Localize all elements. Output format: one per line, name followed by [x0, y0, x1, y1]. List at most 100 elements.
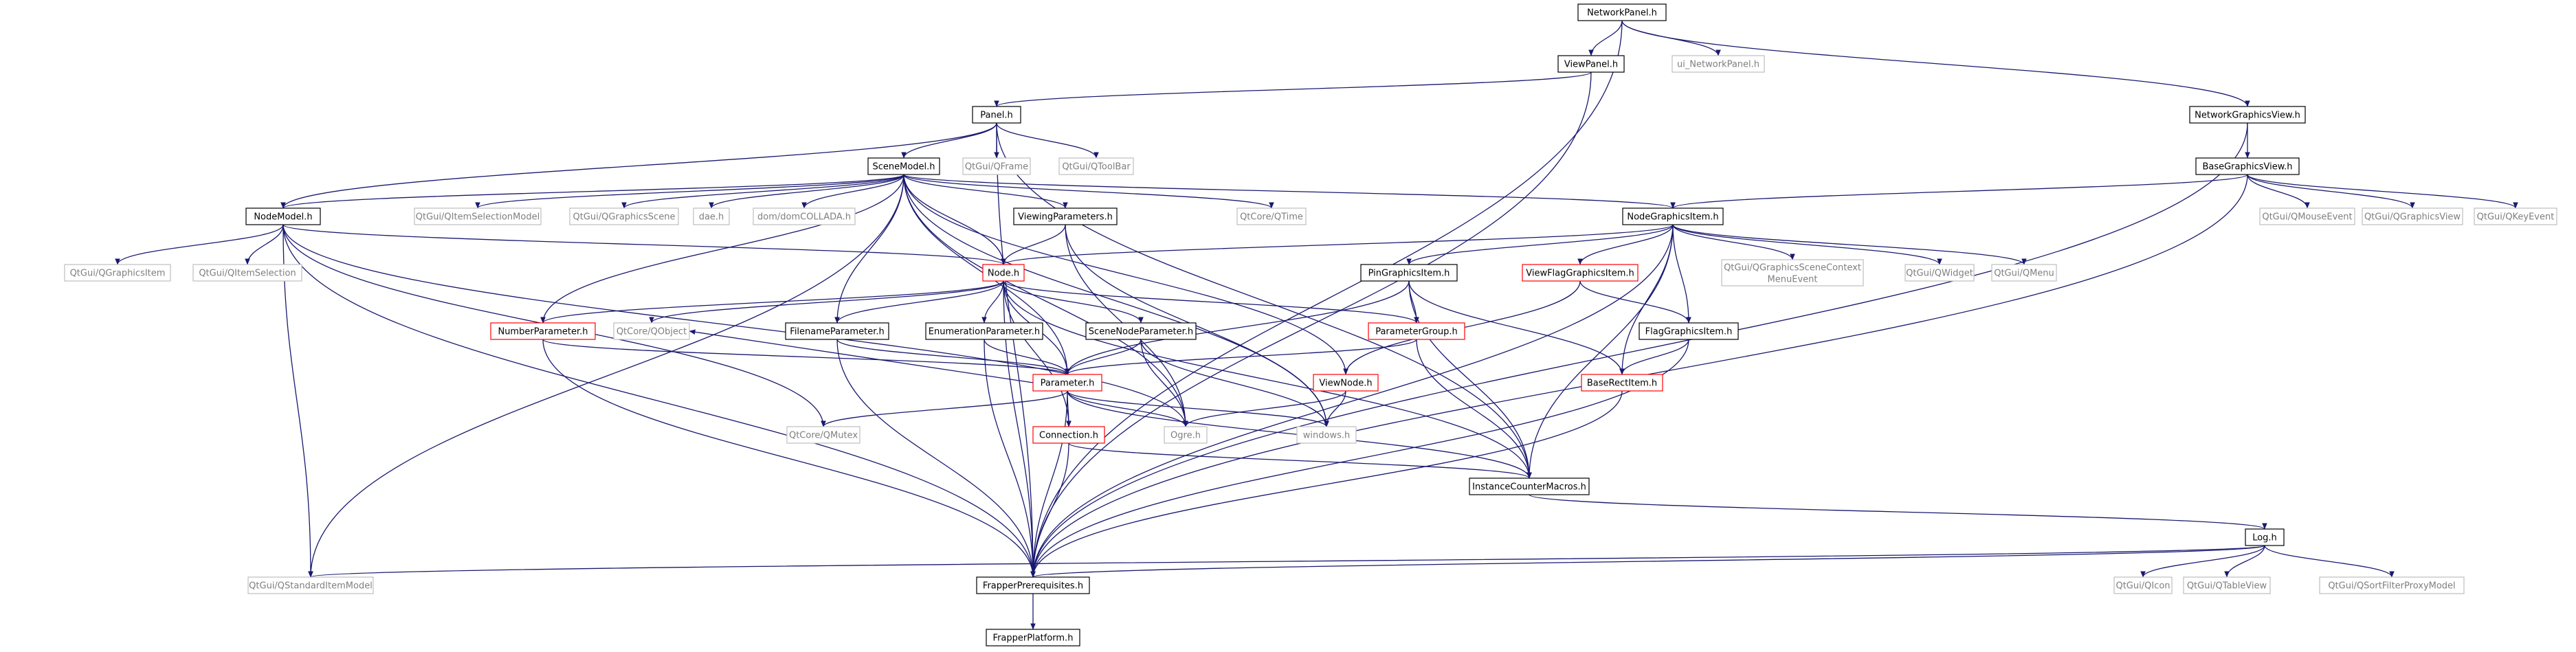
node-qicon: QtGui/QIcon: [2113, 576, 2173, 594]
node-pin-graphics-item-h[interactable]: PinGraphicsItem.h: [1360, 264, 1458, 282]
node-qtable-view: QtGui/QTableView: [2183, 576, 2271, 594]
edge-log-h-to-qsort-filter-proxy-model: [2264, 545, 2395, 578]
edge-panel-h-to-frapper-prerequisites-h: [996, 122, 1036, 578]
edge-scene-model-h-to-qtime: [903, 174, 1274, 209]
edge-node-h-to-enumeration-parameter-h: [981, 280, 1004, 324]
node-view-flag-graphics-item-h[interactable]: ViewFlagGraphicsItem.h: [1522, 264, 1639, 282]
edge-node-h-to-scene-node-parameter-h: [1003, 280, 1144, 324]
node-node-graphics-item-h[interactable]: NodeGraphicsItem.h: [1622, 207, 1724, 225]
node-box: [1581, 374, 1663, 392]
dependency-edges: [115, 20, 2518, 630]
node-label: InstanceCounterMacros.h: [1472, 482, 1586, 493]
edge-panel-h-to-node-model-h: [280, 122, 997, 209]
edge-node-model-h-to-ogre-h: [282, 224, 1188, 427]
node-number-parameter-h[interactable]: NumberParameter.h: [490, 322, 596, 340]
edge-view-node-h-to-windows-h: [1324, 390, 1346, 427]
node-base-rect-item-h[interactable]: BaseRectItem.h: [1581, 374, 1663, 392]
node-network-graphics-view-h[interactable]: NetworkGraphicsView.h: [2189, 106, 2306, 124]
edge-parameter-h-to-qobject: [689, 329, 1034, 383]
node-label: NodeModel.h: [254, 212, 312, 223]
node-box: [962, 157, 1031, 175]
node-box: [1622, 207, 1724, 225]
edge-node-model-h-to-frapper-prerequisites-h: [282, 224, 1036, 578]
edge-node-graphics-item-h-to-flag-graphics-item-h: [1672, 224, 1691, 324]
edge-scene-model-h-to-number-parameter-h: [540, 174, 904, 324]
node-label: QtGui/QStandardItemModel: [249, 581, 373, 592]
node-label: Ogre.h: [1170, 431, 1201, 441]
edge-panel-h-to-instance-counter-macros-h: [996, 122, 1532, 479]
node-frapper-platform-h[interactable]: FrapperPlatform.h: [986, 629, 1080, 647]
node-qgraphics-item: QtGui/QGraphicsItem: [64, 264, 171, 282]
edge-node-graphics-item-h-to-node-h: [1001, 224, 1674, 265]
node-label: BaseRectItem.h: [1587, 379, 1657, 389]
edge-node-model-h-to-qstandard-item-model: [282, 224, 313, 578]
edge-log-h-to-qstandard-item-model: [309, 545, 2265, 578]
node-base-graphics-view-h[interactable]: BaseGraphicsView.h: [2195, 157, 2300, 175]
node-panel-h[interactable]: Panel.h: [972, 106, 1021, 124]
node-label: ViewFlagGraphicsItem.h: [1526, 269, 1634, 279]
node-label: Node.h: [988, 269, 1019, 279]
node-label: QtGui/QGraphicsItem: [70, 269, 166, 279]
node-log-h[interactable]: Log.h: [2245, 528, 2285, 546]
node-view-panel-h[interactable]: ViewPanel.h: [1557, 55, 1625, 73]
node-frapper-prerequisites-h[interactable]: FrapperPrerequisites.h: [976, 576, 1090, 594]
node-label: ViewNode.h: [1319, 379, 1372, 389]
node-view-node-h[interactable]: ViewNode.h: [1313, 374, 1379, 392]
edge-view-flag-graphics-item-h-to-flag-graphics-item-h: [1579, 280, 1691, 324]
edge-node-h-to-connection-h: [1003, 280, 1072, 427]
node-label: MenuEvent: [1768, 275, 1818, 285]
node-flag-graphics-item-h[interactable]: FlagGraphicsItem.h: [1639, 322, 1739, 340]
node-box: [1032, 374, 1102, 392]
node-box: [2245, 528, 2285, 546]
node-ui-network-panel-h: ui_NetworkPanel.h: [1672, 55, 1765, 73]
edge-scene-model-h-to-qgraphics-scene: [621, 174, 904, 209]
node-label: FrapperPlatform.h: [993, 633, 1074, 644]
edge-node-model-h-to-qgraphics-item: [115, 224, 284, 265]
node-network-panel-h[interactable]: NetworkPanel.h: [1577, 3, 1667, 21]
node-label: QtGui/QKeyEvent: [2477, 212, 2555, 223]
edge-scene-model-h-to-dom-collada-h: [801, 174, 904, 209]
node-label: QtGui/QGraphicsSceneContext: [1724, 263, 1861, 273]
node-label: Connection.h: [1039, 431, 1098, 441]
node-enumeration-parameter-h[interactable]: EnumerationParameter.h: [925, 322, 1043, 340]
edge-scene-model-h-to-ogre-h: [903, 174, 1188, 427]
node-label: QtGui/QMouseEvent: [2262, 212, 2352, 223]
edge-pin-graphics-item-h-to-base-rect-item-h: [1408, 280, 1625, 375]
node-label: Panel.h: [980, 111, 1012, 121]
node-qtool-bar: QtGui/QToolBar: [1058, 157, 1134, 175]
node-connection-h[interactable]: Connection.h: [1032, 426, 1105, 444]
edge-scene-node-parameter-h-to-parameter-h: [1065, 339, 1142, 375]
edge-node-graphics-item-h-to-qgraphics-scene-context-menu-event: [1672, 224, 1795, 260]
edge-node-graphics-item-h-to-view-flag-graphics-item-h: [1577, 224, 1674, 265]
edge-parameter-h-to-frapper-prerequisites-h: [1030, 390, 1068, 578]
edge-scene-model-h-to-viewing-parameters-h: [903, 174, 1068, 209]
node-label: Log.h: [2252, 533, 2277, 543]
node-label: NetworkPanel.h: [1587, 8, 1657, 19]
edge-node-h-to-parameter-group-h: [1003, 280, 1419, 324]
node-parameter-group-h[interactable]: ParameterGroup.h: [1368, 322, 1465, 340]
node-box: [2113, 576, 2173, 594]
node-qmouse-event: QtGui/QMouseEvent: [2259, 207, 2355, 225]
node-box: [1032, 426, 1105, 444]
node-label: dom/domCOLLADA.h: [757, 212, 851, 223]
node-node-h[interactable]: Node.h: [982, 264, 1025, 282]
node-label: NumberParameter.h: [498, 327, 588, 337]
node-scene-node-parameter-h[interactable]: SceneNodeParameter.h: [1085, 322, 1197, 340]
node-box: [2195, 157, 2300, 175]
node-label: QtCore/QTime: [1240, 212, 1303, 223]
node-filename-parameter-h[interactable]: FilenameParameter.h: [785, 322, 889, 340]
node-label: ui_NetworkPanel.h: [1677, 60, 1759, 70]
edge-scene-model-h-to-node-model-h: [280, 174, 904, 209]
node-qmutex: QtCore/QMutex: [786, 426, 860, 444]
edge-scene-node-parameter-h-to-ogre-h: [1140, 339, 1188, 427]
node-qitem-selection: QtGui/QItemSelection: [192, 264, 302, 282]
node-viewing-parameters-h[interactable]: ViewingParameters.h: [1013, 207, 1118, 225]
node-box: [1368, 322, 1465, 340]
node-scene-model-h[interactable]: SceneModel.h: [867, 157, 940, 175]
edge-parameter-h-to-windows-h: [1067, 390, 1329, 427]
node-parameter-h[interactable]: Parameter.h: [1032, 374, 1102, 392]
node-qkey-event: QtGui/QKeyEvent: [2474, 207, 2557, 225]
node-box: [414, 207, 542, 225]
node-node-model-h[interactable]: NodeModel.h: [245, 207, 321, 225]
node-instance-counter-macros-h[interactable]: InstanceCounterMacros.h: [1469, 477, 1590, 495]
